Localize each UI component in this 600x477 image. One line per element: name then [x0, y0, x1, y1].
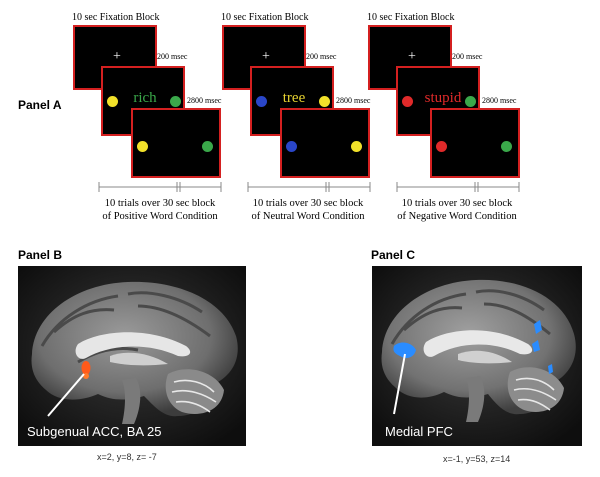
left-dot: [436, 141, 447, 152]
panel-c-label: Panel C: [371, 248, 416, 262]
panel-b-label: Panel B: [18, 248, 63, 262]
msec-200-label: 200 msec: [306, 52, 337, 61]
caption-line-1: 10 trials over 30 sec block: [252, 198, 364, 209]
caption-line-1: 10 trials over 30 sec block: [401, 198, 513, 209]
block-timeline: [247, 182, 371, 192]
activation-blob-occipital: [532, 320, 553, 374]
stimulus-word: stupid: [424, 90, 462, 106]
msec-200-label: 200 msec: [452, 52, 483, 61]
fixation-block-label: 10 sec Fixation Block: [367, 12, 455, 23]
fixation-cross: +: [113, 49, 121, 64]
right-dot: [501, 141, 512, 152]
pointer-line: [47, 373, 85, 417]
right-dot: [351, 141, 362, 152]
region-label-subgenual-acc: Subgenual ACC, BA 25: [27, 424, 162, 439]
panel-a-label: Panel A: [18, 98, 62, 112]
caption-line-2: of Positive Word Condition: [102, 211, 218, 222]
condition-caption: 10 trials over 30 sec block of Positive …: [90, 197, 230, 223]
msec-2800-label: 2800 msec: [482, 96, 517, 105]
left-dot: [137, 141, 148, 152]
left-dot: [402, 96, 413, 107]
activation-blob: [393, 342, 416, 358]
right-dot: [170, 96, 181, 107]
caption-line-2: of Negative Word Condition: [397, 211, 517, 222]
msec-2800-label: 2800 msec: [187, 96, 222, 105]
msec-2800-label: 2800 msec: [336, 96, 371, 105]
block-timeline: [396, 182, 520, 192]
pointer-line: [393, 353, 406, 415]
region-label-medial-pfc: Medial PFC: [385, 424, 453, 439]
left-dot: [256, 96, 267, 107]
fixation-cross: +: [408, 49, 416, 64]
activation-blob: [81, 361, 91, 375]
stimulus-word: rich: [133, 90, 157, 106]
condition-caption: 10 trials over 30 sec block of Negative …: [387, 197, 527, 223]
response-screen: [430, 108, 520, 178]
response-screen: [280, 108, 370, 178]
right-dot: [465, 96, 476, 107]
response-screen: [131, 108, 221, 178]
coordinates-label: x=-1, y=53, z=14: [443, 454, 511, 464]
fixation-block-label: 10 sec Fixation Block: [72, 12, 160, 23]
block-timeline: [98, 182, 222, 192]
right-dot: [202, 141, 213, 152]
word-screen: rich: [101, 66, 185, 136]
left-dot: [286, 141, 297, 152]
fixation-cross: +: [262, 49, 270, 64]
caption-line-2: of Neutral Word Condition: [251, 211, 365, 222]
condition-caption: 10 trials over 30 sec block of Neutral W…: [238, 197, 378, 223]
coordinates-label: x=2, y=8, z= -7: [97, 452, 157, 462]
stimulus-word: tree: [282, 90, 306, 106]
caption-line-1: 10 trials over 30 sec block: [104, 198, 216, 209]
brain-image-sagittal: [18, 266, 246, 446]
brain-image-sagittal: [372, 266, 582, 446]
right-dot: [319, 96, 330, 107]
msec-200-label: 200 msec: [157, 52, 188, 61]
fixation-block-label: 10 sec Fixation Block: [221, 12, 309, 23]
left-dot: [107, 96, 118, 107]
